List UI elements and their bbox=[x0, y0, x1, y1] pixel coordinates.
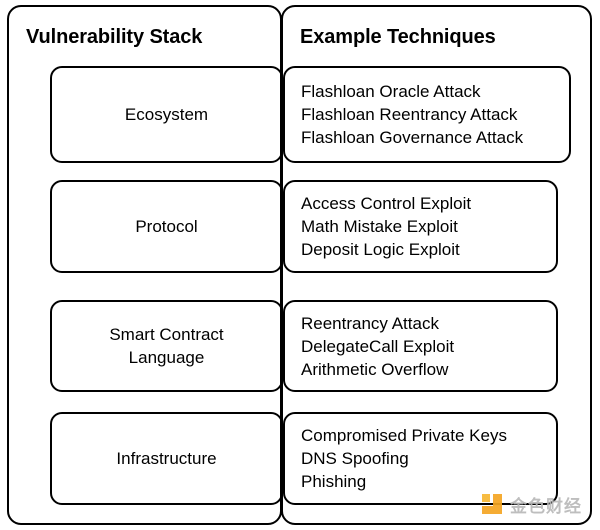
column-header-example-techniques: Example Techniques bbox=[300, 26, 496, 48]
techniques-cell-label: Reentrancy Attack DelegateCall Exploit A… bbox=[301, 313, 455, 379]
jinse-logo-icon bbox=[482, 493, 504, 516]
watermark-text: 金色财经 bbox=[510, 497, 582, 516]
techniques-cell-infrastructure: Compromised Private Keys DNS Spoofing Ph… bbox=[283, 412, 558, 505]
techniques-cell-smart-contract-language: Reentrancy Attack DelegateCall Exploit A… bbox=[283, 300, 558, 392]
stack-cell-label: Ecosystem bbox=[124, 105, 209, 124]
stack-cell-label: Smart Contract Language bbox=[109, 325, 224, 367]
techniques-cell-label: Flashloan Oracle Attack Flashloan Reentr… bbox=[301, 82, 524, 147]
stack-cell-smart-contract-language: Smart Contract Language bbox=[50, 300, 283, 392]
techniques-cell-label: Access Control Exploit Math Mistake Expl… bbox=[301, 194, 472, 259]
techniques-cell-ecosystem: Flashloan Oracle Attack Flashloan Reentr… bbox=[283, 66, 571, 163]
stack-cell-label: Infrastructure bbox=[116, 449, 217, 468]
stack-cell-label: Protocol bbox=[135, 217, 198, 236]
stack-cell-infrastructure: Infrastructure bbox=[50, 412, 283, 505]
stack-cell-protocol: Protocol bbox=[50, 180, 283, 273]
techniques-cell-label: Compromised Private Keys DNS Spoofing Ph… bbox=[301, 426, 507, 491]
column-header-vulnerability-stack: Vulnerability Stack bbox=[26, 26, 203, 48]
watermark: 金色财经 bbox=[482, 492, 582, 517]
stack-cell-ecosystem: Ecosystem bbox=[50, 66, 283, 163]
techniques-cell-protocol: Access Control Exploit Math Mistake Expl… bbox=[283, 180, 558, 273]
